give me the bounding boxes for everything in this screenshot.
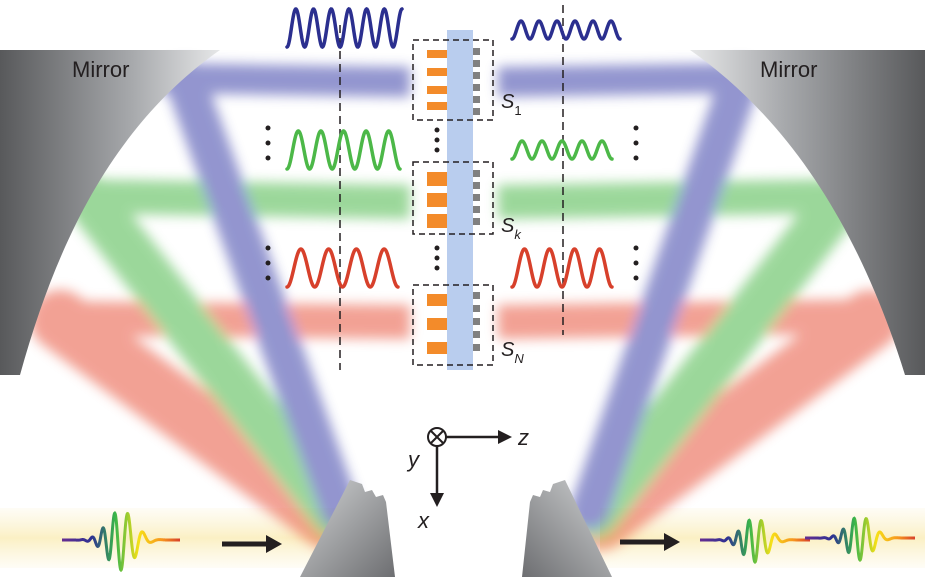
- output-pulse-1: [700, 518, 810, 564]
- segment-k-outline: [412, 161, 494, 235]
- blue-beam-horizontal-left: [159, 63, 411, 97]
- red-wave-right: [510, 247, 614, 289]
- blue-beam-diagonal-left: [165, 60, 360, 530]
- green-beam-horizontal-right: [497, 179, 851, 219]
- blue-wave-left: [285, 6, 404, 50]
- segment-k-label: Sk: [501, 215, 522, 242]
- segment-n: [412, 284, 494, 366]
- output-arrow: [620, 533, 680, 551]
- segment-n-outline: [412, 284, 494, 366]
- red-beam-horizontal-left: [39, 301, 411, 339]
- right-grating: [522, 480, 612, 577]
- pulses: [62, 511, 915, 573]
- metasurface-substrate: [447, 30, 473, 370]
- segment-1-label: S1: [501, 91, 522, 118]
- red-beam-horizontal-right: [497, 299, 881, 339]
- axis-x-label: x: [417, 508, 430, 533]
- segment-1: [412, 39, 494, 121]
- blue-beam-horizontal-right: [497, 63, 741, 97]
- input-pulse: [62, 511, 180, 573]
- green-wave-right: [510, 139, 614, 161]
- segment-n-label: SN: [501, 339, 524, 366]
- segment-k: [412, 161, 494, 235]
- left-mirror-label: Mirror: [72, 57, 129, 82]
- coordinate-axes: z y x: [406, 425, 529, 533]
- left-ellipsis-upper: [265, 125, 271, 161]
- segment-1-outline: [412, 39, 494, 121]
- axis-z-label: z: [517, 425, 529, 450]
- right-ellipsis-lower: [633, 245, 639, 281]
- input-arrow: [222, 535, 282, 553]
- spectral-waves: [285, 6, 622, 289]
- left-grating: [300, 480, 395, 577]
- green-wave-left: [285, 129, 402, 171]
- blue-beam-diagonal-right: [570, 60, 760, 530]
- left-ellipsis-lower: [265, 245, 271, 281]
- axis-y-label: y: [406, 447, 421, 472]
- green-beam-diagonal-right: [571, 176, 864, 539]
- green-beam-diagonal-left: [66, 176, 359, 539]
- segment-dots-upper: [434, 127, 440, 153]
- right-ellipsis-upper: [633, 125, 639, 161]
- right-mirror: [690, 50, 925, 375]
- output-pulse-2: [805, 516, 915, 562]
- left-mirror: [0, 50, 220, 375]
- beams: [30, 60, 900, 550]
- blue-wave-right: [510, 19, 622, 41]
- segment-dots-lower: [434, 245, 440, 271]
- red-wave-left: [285, 247, 400, 289]
- right-mirror-label: Mirror: [760, 57, 817, 82]
